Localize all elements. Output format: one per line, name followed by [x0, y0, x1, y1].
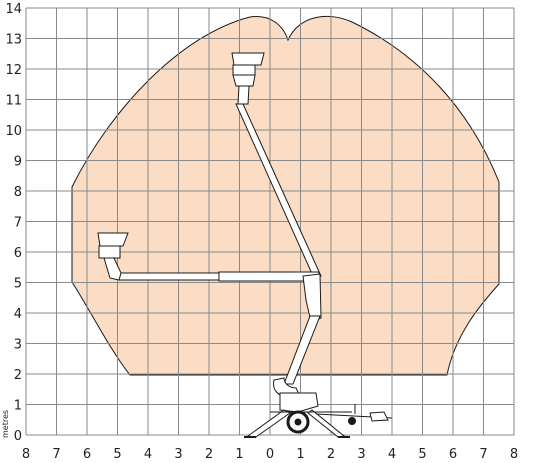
x-tick-label: 0 [266, 447, 274, 462]
platform-basket-raised-base [232, 74, 256, 87]
x-tick-label: 7 [479, 447, 487, 462]
basket-neck-raised [237, 85, 250, 105]
y-tick-label: 12 [5, 63, 22, 78]
jockey-wheel [348, 417, 356, 425]
y-tick-label: 9 [14, 155, 22, 170]
y-tick-label: 5 [14, 277, 22, 292]
aerial-work-platform [97, 52, 393, 438]
y-tick-label: 14 [5, 2, 22, 17]
x-tick-label: 1 [296, 447, 304, 462]
x-tick-label: 3 [174, 447, 182, 462]
y-tick-label: 6 [14, 246, 22, 261]
platform-basket-raised-body [232, 64, 256, 76]
x-tick-label: 2 [327, 447, 335, 462]
y-tick-label: 1 [14, 399, 22, 414]
x-tick-label: 4 [144, 447, 152, 462]
platform-basket-raised [231, 52, 265, 66]
y-tick-label: 8 [14, 185, 22, 200]
y-tick-label: 10 [5, 124, 22, 139]
y-tick-label: 11 [5, 94, 22, 109]
lower-boom-knuckle [273, 377, 301, 397]
chassis-body [279, 392, 319, 413]
grid [25, 7, 515, 436]
x-axis-tick-labels: 8 7 6 5 4 3 2 1 0 1 2 3 4 5 6 7 8 [22, 447, 518, 462]
y-tick-label: 7 [14, 216, 22, 231]
x-tick-label: 8 [22, 447, 30, 462]
x-tick-label: 2 [205, 447, 213, 462]
x-tick-label: 3 [357, 447, 365, 462]
y-tick-label: 2 [14, 368, 22, 383]
lower-boom [283, 315, 321, 385]
x-tick-label: 6 [83, 447, 91, 462]
platform-basket-outreach [97, 232, 129, 247]
x-tick-label: 6 [449, 447, 457, 462]
hitch-coupling [369, 411, 389, 422]
y-axis-unit-label: metres [1, 410, 10, 438]
x-tick-label: 5 [418, 447, 426, 462]
x-tick-label: 4 [388, 447, 396, 462]
outrigger-left [246, 409, 291, 438]
y-tick-label: 13 [5, 33, 22, 48]
platform-basket-outreach-body [98, 245, 121, 259]
x-tick-label: 5 [113, 447, 121, 462]
wheel-hub [294, 418, 302, 426]
y-tick-label: 0 [14, 429, 22, 444]
x-tick-label: 8 [510, 447, 518, 462]
x-tick-label: 1 [235, 447, 243, 462]
upper-boom-outreach [118, 272, 220, 281]
y-tick-label: 4 [14, 307, 22, 322]
working-envelope-area [71, 16, 500, 376]
y-tick-label: 3 [14, 338, 22, 353]
x-tick-label: 7 [52, 447, 60, 462]
